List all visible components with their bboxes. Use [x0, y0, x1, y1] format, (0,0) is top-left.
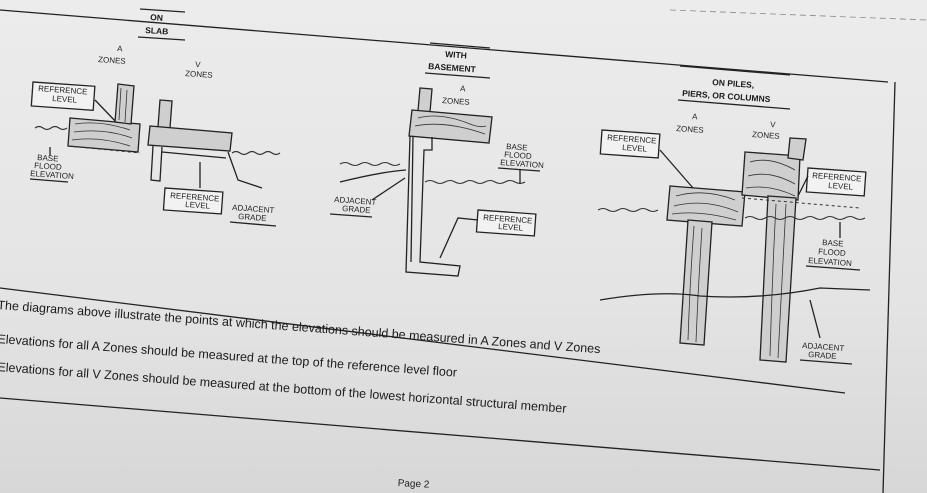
piles-v-zone-pile [759, 195, 797, 363]
basement-floor [408, 109, 493, 144]
piles-reference-level-a-line2: LEVEL [622, 143, 648, 154]
basement-reference-level-line2: LEVEL [498, 222, 524, 233]
piles-v-zone-floor [741, 151, 801, 201]
slab-reference-level-v-line2: LEVEL [185, 200, 211, 211]
slab-adjacent-grade-line2: GRADE [238, 212, 267, 223]
slab-bfe-line1: BASE [37, 153, 59, 163]
piles-reference-level-v-line2: LEVEL [828, 181, 854, 192]
slab-bfe-line2: FLOOD [34, 161, 62, 172]
slab-v-zone-floor [147, 125, 233, 152]
slab-reference-level-a-box [30, 81, 96, 111]
piles-bfe-line2: FLOOD [818, 247, 846, 258]
slab-adjacent-grade-line1: ADJACENT [232, 203, 275, 215]
caption-bottom-rule [0, 397, 881, 471]
basement-reference-level-line1: REFERENCE [483, 213, 533, 225]
piles-a-zones-line1: A [692, 112, 699, 121]
slab-reference-level-a-line1: REFERENCE [38, 84, 88, 96]
piles-v-zones-line1: V [770, 120, 777, 129]
slab-header-line2: SLAB [145, 25, 169, 37]
caption-top-rule [0, 287, 846, 394]
slab-a-zones-line2: ZONES [98, 55, 126, 66]
piles-v-zones-line2: ZONES [752, 130, 780, 141]
basement-a-zones-line1: A [460, 84, 467, 93]
piles-a-zones-line2: ZONES [676, 124, 704, 135]
piles-a-zone-pile [679, 219, 713, 346]
right-border-line [882, 81, 896, 493]
slab-reference-level-a-line2: LEVEL [52, 94, 78, 105]
piles-header-line1: ON PILES, [712, 77, 755, 90]
piles-bfe-line1: BASE [822, 238, 844, 248]
basement-reference-level-box [475, 209, 537, 237]
on-piles-diagram: ON PILES, PIERS, OR COLUMNS A ZONES V ZO… [597, 65, 871, 365]
slab-reference-level-v-box [162, 187, 224, 215]
basement-bfe-line3: ELEVATION [500, 158, 544, 170]
slab-bfe-line3: ELEVATION [30, 169, 74, 181]
slab-v-zones-line1: V [195, 60, 202, 69]
piles-bfe-line3: ELEVATION [808, 256, 852, 268]
on-slab-diagram: ON SLAB A ZONES V ZONES REFERENCE LEVEL … [30, 8, 281, 227]
basement-header-line2: BASEMENT [428, 61, 477, 74]
top-border-line [0, 9, 889, 83]
piles-reference-level-a-line1: REFERENCE [607, 133, 657, 145]
basement-bfe-line1: BASE [506, 142, 528, 152]
basement-adjacent-grade-line1: ADJACENT [334, 195, 377, 207]
basement-header-line1: WITH [445, 49, 467, 60]
basement-adjacent-grade-line2: GRADE [342, 204, 371, 215]
piles-adjacent-grade-line2: GRADE [808, 350, 837, 361]
slab-v-zones-line2: ZONES [185, 69, 213, 80]
page-number: Page 2 [397, 478, 430, 491]
slab-reference-level-v-line1: REFERENCE [170, 191, 220, 203]
piles-reference-level-v-box [805, 167, 867, 197]
piles-reference-level-v-line1: REFERENCE [812, 171, 862, 183]
piles-adjacent-grade-line1: ADJACENT [802, 341, 845, 353]
basement-bfe-line2: FLOOD [504, 150, 532, 161]
slab-a-zones-line1: A [117, 44, 124, 53]
slab-header-line1: ON [150, 12, 163, 23]
basement-a-zones-line2: ZONES [442, 96, 470, 107]
piles-a-zone-floor [666, 185, 746, 227]
with-basement-diagram: WITH BASEMENT A ZONES BASE FLOOD ELEVATI… [329, 42, 544, 277]
piles-reference-level-a-box [599, 129, 661, 159]
